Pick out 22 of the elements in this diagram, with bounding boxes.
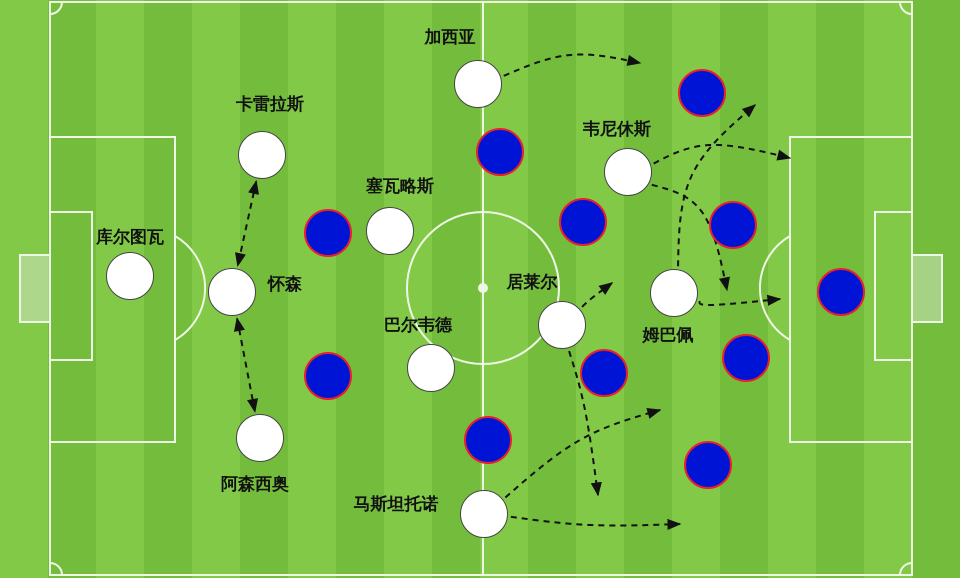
- dashed-arrow: [503, 54, 642, 77]
- dashed-arrow: [568, 350, 602, 496]
- player-name: 马斯坦托诺: [354, 496, 438, 514]
- player-name: 塞瓦略斯: [366, 178, 434, 196]
- dashed-arrow: [504, 408, 662, 498]
- dashed-arrow: [652, 184, 730, 292]
- player-name: 阿森西奥: [221, 476, 289, 494]
- player-name: 卡雷拉斯: [236, 96, 304, 114]
- player-name: 居莱尔: [506, 274, 558, 292]
- dashed-arrow: [653, 144, 792, 164]
- dashed-arrow: [234, 317, 258, 413]
- dashed-arrow: [510, 516, 682, 530]
- player-name: 加西亚: [424, 28, 476, 48]
- player-name: 库尔图瓦: [96, 228, 164, 248]
- dashed-arrow: [698, 294, 782, 306]
- dashed-arrow: [235, 180, 259, 267]
- player-name: 怀森: [268, 276, 302, 294]
- player-name: 巴尔韦德: [384, 316, 452, 336]
- dashed-arrow: [677, 104, 756, 266]
- player-name: 韦尼休斯: [583, 120, 651, 140]
- player-name: 姆巴佩: [642, 326, 694, 346]
- dashed-arrow: [581, 282, 614, 308]
